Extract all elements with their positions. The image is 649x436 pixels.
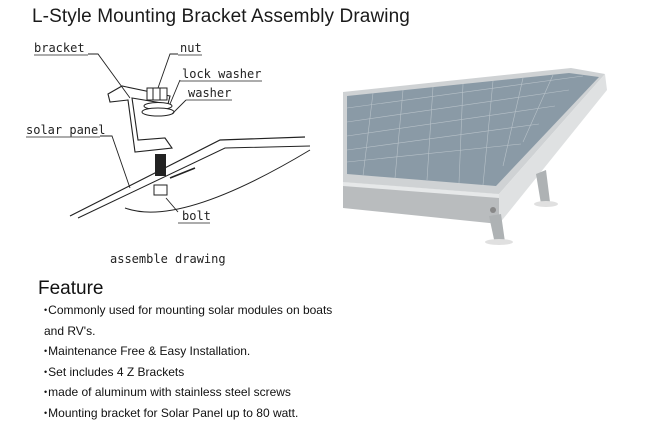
- feature-list: •Commonly used for mounting solar module…: [44, 300, 384, 423]
- label-bolt: bolt: [182, 209, 211, 223]
- feature-item: •Set includes 4 Z Brackets: [44, 364, 185, 379]
- label-nut: nut: [180, 41, 202, 55]
- label-solar-panel: solar panel: [26, 123, 105, 137]
- feature-item: •Maintenance Free & Easy Installation.: [44, 344, 251, 358]
- bullet-icon: •: [44, 366, 48, 377]
- feature-item: •Mounting bracket for Solar Panel up to …: [44, 405, 299, 420]
- bullet-icon: •: [44, 387, 48, 397]
- bullet-icon: •: [44, 305, 48, 315]
- bullet-icon: •: [44, 346, 48, 356]
- drawing-caption: assemble drawing: [110, 252, 226, 266]
- feature-item: •made of aluminum with stainless steel s…: [44, 385, 291, 399]
- bullet-icon: •: [44, 407, 48, 418]
- feature-item: •Commonly used for mounting solar module…: [44, 303, 333, 317]
- feature-item-continuation: and RV's.: [44, 323, 96, 338]
- cell-grid: [346, 74, 584, 186]
- solar-panel-photo: [343, 68, 607, 245]
- feature-heading: Feature: [38, 278, 104, 299]
- label-washer: washer: [188, 86, 231, 100]
- panel-cells: [347, 73, 599, 186]
- bracket-back: [536, 170, 550, 204]
- assembly-drawing: bracket nut lock washer washer solar pan…: [26, 41, 311, 266]
- bracket-front: [489, 214, 505, 244]
- page-title: L-Style Mounting Bracket Assembly Drawin…: [32, 6, 410, 27]
- bolt-shaft: [155, 154, 166, 176]
- label-lock-washer: lock washer: [182, 67, 261, 81]
- label-bracket: bracket: [34, 41, 85, 55]
